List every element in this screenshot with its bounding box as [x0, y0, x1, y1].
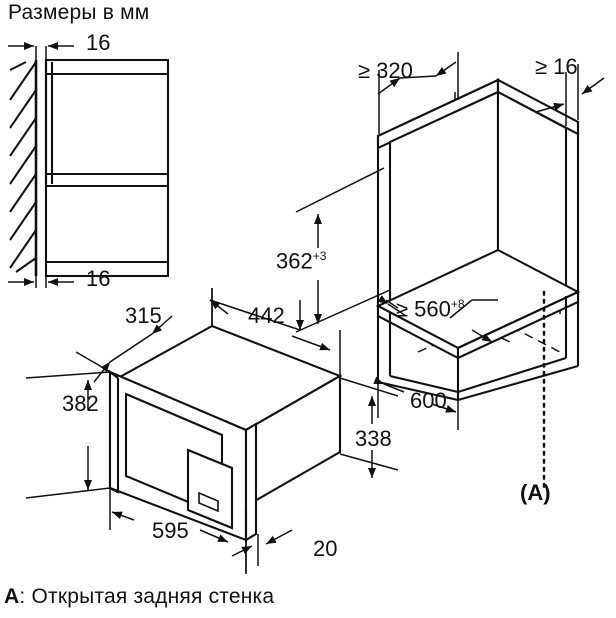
niche-height-tolerance: +3	[312, 249, 327, 263]
dim-label-wall-top: 16	[86, 30, 111, 55]
cabinet-bottom-left	[377, 380, 459, 402]
cabinet-bottom-left-inner	[389, 374, 459, 394]
dim-label-depth: 315	[125, 303, 162, 328]
dim-label-height-right: 338	[355, 426, 392, 451]
dim-label-front-thickness: 20	[313, 536, 338, 561]
dim-appliance-front-thickness	[231, 529, 293, 574]
dim-cabinet-width	[373, 376, 459, 430]
dim-label-niche-width: ≥ 560+8	[396, 298, 465, 320]
dim-wall-thickness-top	[8, 42, 74, 62]
dim-appliance-width-top	[209, 288, 341, 376]
dim-appliance-height-left	[25, 371, 111, 499]
dim-label-cabinet-depth: ≥ 320	[358, 58, 413, 83]
niche-width-tolerance: +8	[450, 297, 465, 311]
appliance-edge-c	[109, 487, 119, 493]
appliance-control-panel	[186, 448, 234, 530]
wall-hatching	[9, 61, 37, 273]
dim-label-width-top: 442	[248, 303, 285, 328]
niche-width-leader	[449, 299, 473, 319]
caption-letter: A	[4, 585, 20, 608]
niche-height-value: 362	[276, 248, 313, 274]
cabinet-bottom-right	[457, 364, 579, 402]
page-title: Размеры в мм	[8, 1, 150, 24]
niche-width-value: ≥ 560	[396, 296, 451, 322]
caption-separator: :	[19, 585, 26, 608]
dim-label-height-left: 382	[62, 391, 99, 416]
dim-appliance-height-right	[339, 377, 399, 478]
dim-label-side-thickness: ≥ 16	[535, 54, 578, 79]
dim-cabinet-depth	[377, 52, 459, 134]
cabinet-bottom-right-inner	[457, 356, 567, 394]
caption-description: Открытая задняя стенка	[31, 585, 275, 608]
dim-side-thickness	[535, 64, 605, 126]
dim-wall-thickness-bottom	[8, 266, 74, 288]
wall-section-view	[9, 58, 170, 278]
cabinet-side-profile	[44, 58, 170, 278]
appliance-view	[108, 324, 343, 542]
dim-label-wall-bottom: 16	[86, 266, 111, 291]
callout-label-a: (A)	[520, 480, 551, 505]
cabinet-niche-view	[375, 78, 581, 402]
dim-niche-width	[377, 295, 493, 343]
diagram-caption: A: Открытая задняя стенка	[4, 586, 274, 607]
dim-label-width-bottom: 595	[152, 518, 189, 543]
dim-label-niche-height: 362+3	[276, 250, 326, 272]
appliance-front-thickness	[244, 422, 258, 542]
dim-label-cabinet-width: 600	[410, 388, 447, 413]
appliance-open-button	[198, 491, 219, 513]
dim-niche-height	[295, 167, 391, 333]
